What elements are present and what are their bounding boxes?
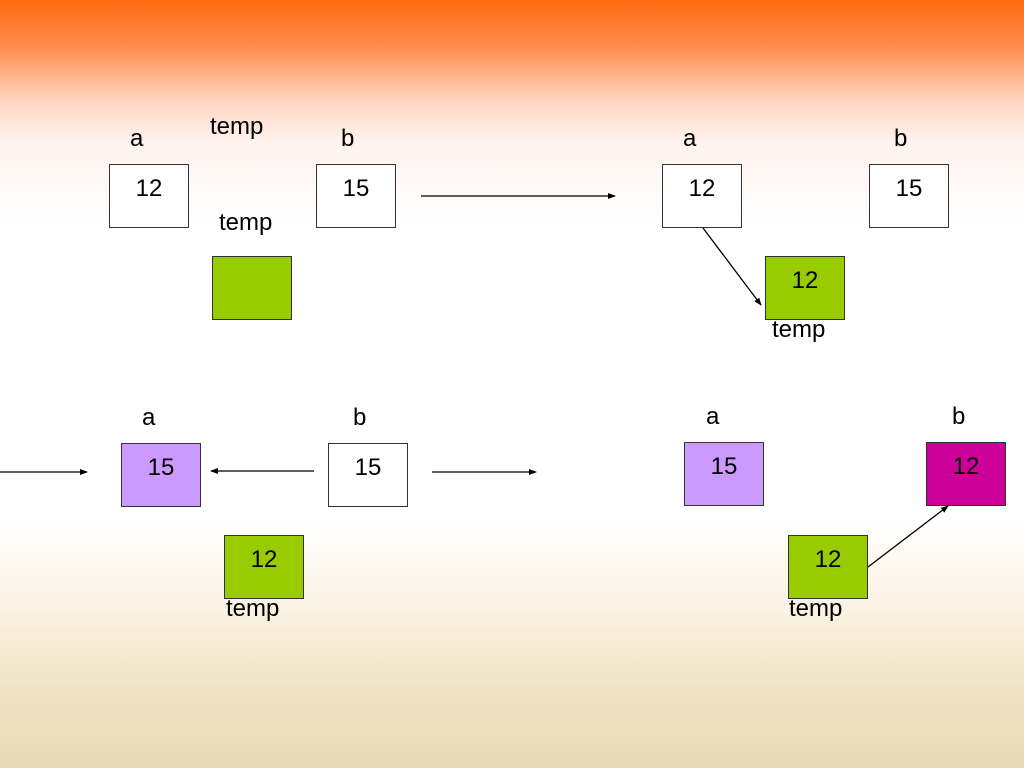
step4-temp-box: 12 (788, 535, 868, 599)
step1-a-box: 12 (109, 164, 189, 228)
step3-a-label: a (142, 404, 156, 431)
step4-temp-label: temp (789, 595, 843, 622)
step3-temp-label: temp (226, 595, 280, 622)
step2-a-label: a (683, 125, 697, 152)
step1-b-box: 15 (316, 164, 396, 228)
step1-temp-box (212, 256, 292, 320)
step3-temp-box: 12 (224, 535, 304, 599)
step4-a-label: a (706, 403, 720, 430)
a-to-temp-arrow (702, 227, 762, 306)
step2-b-box: 15 (869, 164, 949, 228)
step2-temp-label: temp (772, 316, 826, 343)
step3-a-box: 15 (121, 443, 201, 507)
step3-b-box: 15 (328, 443, 408, 507)
step4-a-box: 15 (684, 442, 764, 506)
step1-temp-label: temp (219, 209, 273, 236)
temp-to-b-arrow (867, 505, 949, 568)
step1-temp-label-top: temp (210, 113, 264, 140)
step2-a-box: 12 (662, 164, 742, 228)
step2-temp-box: 12 (765, 256, 845, 320)
step1-b-label: b (341, 125, 355, 152)
step2-b-label: b (894, 125, 908, 152)
step4-b-label: b (952, 403, 966, 430)
step3-b-label: b (353, 404, 367, 431)
step1-a-label: a (130, 125, 144, 152)
step4-b-box: 12 (926, 442, 1006, 506)
